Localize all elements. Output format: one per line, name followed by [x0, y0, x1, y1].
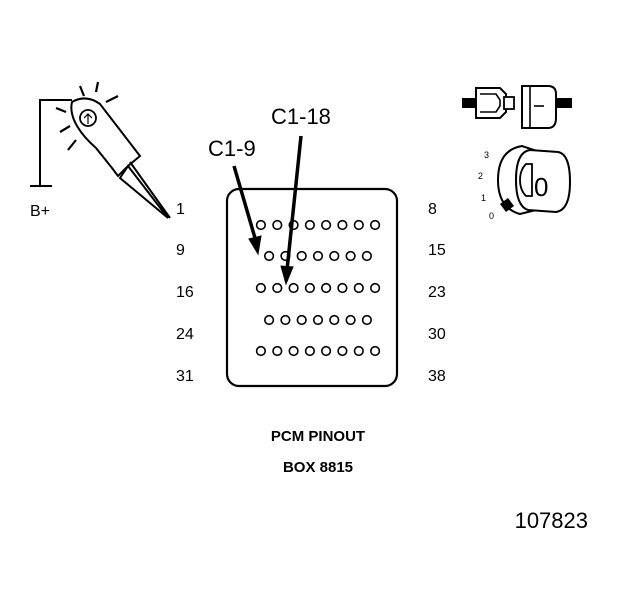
connector-pin-hole	[329, 314, 340, 326]
connector-pin-hole	[272, 282, 283, 294]
connector-pin-hole	[272, 345, 283, 357]
pin-number: 23	[428, 284, 446, 301]
connector-pin-hole	[255, 219, 267, 231]
light-rays-icon	[55, 81, 119, 151]
connector-pin-hole	[353, 219, 364, 231]
pin-numbers-left: 1 9 16 24 31	[176, 201, 194, 385]
connector-pin-hole	[304, 219, 316, 231]
connector-pin-hole	[255, 282, 267, 294]
connector-pin-hole	[280, 314, 291, 326]
pin-number: 9	[176, 242, 185, 259]
callout-arrow-c1-9	[232, 165, 262, 256]
figure-number: 107823	[515, 508, 588, 533]
connector-pin-hole	[304, 345, 316, 357]
connector-pin-hole	[255, 345, 267, 357]
connector-pins	[255, 219, 381, 357]
test-light-wire	[39, 99, 72, 186]
connector-pin-hole	[296, 250, 307, 262]
callout-c1-9: C1-9	[208, 136, 256, 161]
ignition-position-label: 0	[489, 211, 494, 221]
connector-pin-hole	[353, 345, 364, 357]
connector-pin-hole	[361, 314, 373, 326]
connector-pin-hole	[312, 314, 324, 326]
connector-pin-hole	[370, 345, 381, 357]
connector-pin-hole	[321, 219, 332, 231]
pin-number: 16	[176, 284, 194, 301]
pin-number: 30	[428, 326, 446, 343]
callout-c1-18: C1-18	[271, 104, 331, 129]
connector-pin-hole	[304, 282, 316, 294]
callout-arrow-c1-18	[280, 135, 303, 286]
ignition-position-label: 2	[478, 171, 483, 181]
connector-pin-hole	[370, 219, 381, 231]
connector-pin-hole	[345, 250, 356, 262]
connector-disconnected-icon	[462, 85, 572, 129]
caption-subtitle: BOX 8815	[283, 459, 353, 476]
connector-pin-hole	[337, 282, 348, 294]
connector-pin-hole	[321, 282, 332, 294]
pin-number: 8	[428, 201, 437, 218]
connector-pin-hole	[312, 250, 324, 262]
test-light: B+	[30, 81, 171, 220]
test-light-body	[70, 97, 142, 178]
b-plus-label: B+	[30, 203, 50, 220]
ignition-position-indicator: 0	[534, 172, 548, 202]
ignition-position-label: 3	[484, 150, 489, 160]
pin-number: 1	[176, 201, 185, 218]
ignition-switch-icon: 3 2 1 0 0	[478, 144, 572, 221]
connector-pin-hole	[264, 314, 275, 326]
connector-pin-hole	[296, 314, 307, 326]
connector-pin-hole	[337, 345, 348, 357]
connector-pin-hole	[329, 250, 340, 262]
connector-pin-hole	[353, 282, 364, 294]
connector-pin-hole	[321, 345, 332, 357]
pin-number: 15	[428, 242, 446, 259]
connector-pin-hole	[345, 314, 356, 326]
caption-title: PCM PINOUT	[271, 428, 365, 445]
ignition-position-label: 1	[481, 193, 486, 203]
test-light-probe-tip	[118, 161, 171, 219]
connector-pin-hole	[361, 250, 373, 262]
connector-pin-hole	[272, 219, 283, 231]
pin-number: 31	[176, 368, 194, 385]
pin-numbers-right: 8 15 23 30 38	[428, 201, 446, 385]
connector-pin-hole	[337, 219, 348, 231]
pin-number: 38	[428, 368, 446, 385]
pin-number: 24	[176, 326, 194, 343]
connector-pin-hole	[370, 282, 381, 294]
connector-pin-hole	[264, 250, 275, 262]
connector-pin-hole	[288, 282, 299, 294]
connector-pin-hole	[288, 345, 299, 357]
